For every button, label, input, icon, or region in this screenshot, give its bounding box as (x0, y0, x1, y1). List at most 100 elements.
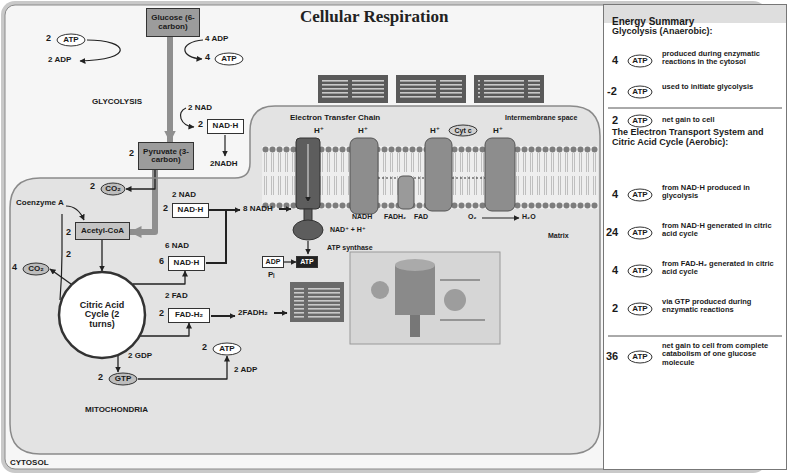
molecule-label: CYTOSOL (10, 459, 49, 468)
molecule-ellipse: ATP (627, 188, 653, 202)
node-text: ADP (266, 258, 281, 265)
molecule-label: Intermembrane space (505, 114, 577, 122)
node-text: CO₂ (28, 265, 44, 273)
node-text: ATP (632, 229, 647, 237)
molecule-label: 2 NAD (172, 191, 196, 200)
shape-outline (109, 373, 137, 385)
flow-lines (66, 206, 84, 220)
molecule-box: ATP (296, 256, 318, 268)
shape-outline (628, 351, 652, 363)
molecule-ellipse: ATP (627, 226, 653, 240)
molecule-ellipse: CO₂ (22, 262, 50, 276)
node-text: NAD·H (213, 122, 239, 130)
molecule-label: FADH₂ (384, 213, 406, 221)
shape-outline (449, 125, 477, 136)
summary-panel-ground (603, 4, 787, 470)
shape-outline (628, 227, 652, 239)
count-number: 2 (129, 149, 134, 159)
molecule-box: FAD-H₂ (168, 308, 210, 323)
node-text: ATP (632, 88, 647, 96)
info-boxes (318, 75, 544, 103)
count-number: 2 (159, 309, 164, 319)
molecule-label: 2 GDP (128, 352, 152, 361)
molecule-label: Pᵢ (268, 271, 274, 280)
shape-outline (628, 55, 652, 67)
node-text: ATP (632, 191, 647, 199)
flow-lines (307, 144, 308, 202)
summary-text: The Electron Transport System and Citric… (612, 128, 780, 148)
node-text: Cyt c (454, 127, 471, 134)
mitochondrion-region: MITOCHONDRIACO₂NAD·HAcetyl-CoACO₂Citric … (10, 106, 600, 454)
summary-text: net gain to cell (662, 116, 780, 124)
molecule-label: NADH (352, 213, 372, 221)
membrane-proteins (350, 138, 378, 214)
summary-panel-ground (603, 4, 787, 470)
node-text: Pyruvate (3-carbon) (139, 148, 193, 165)
count-number: 2 (163, 204, 168, 214)
molecule-ellipse: ATP (627, 264, 653, 278)
count-number: 6 (159, 257, 164, 267)
molecule-label: 2 ADP (234, 366, 257, 375)
node-text: NAD·H (174, 259, 200, 267)
mitochondrion-fill (10, 106, 600, 454)
molecule-label: 2 ADP (48, 56, 71, 65)
molecule-label: O₂ (468, 213, 477, 221)
flow-arrow (130, 170, 155, 232)
flow-lines (279, 208, 291, 210)
count-number: 2 (98, 373, 103, 383)
flow-arrow (284, 261, 296, 262)
flow-lines (211, 315, 235, 317)
count-number: 2 (66, 228, 71, 238)
summary-text: net gain to cell from complete catabolis… (662, 342, 780, 367)
info-boxes (478, 79, 540, 99)
summary-text: via GTP produced during enzymatic reacti… (662, 298, 780, 315)
node-text: ATP (63, 36, 78, 44)
cycle-circle: Citric Acid Cycle (2 turns) (58, 271, 146, 359)
atp-synthase (296, 138, 320, 209)
molecule-box: NAD·H (207, 119, 244, 134)
molecule-label: 2NADH (210, 160, 238, 169)
molecule-box: Glucose (6-carbon) (146, 8, 200, 37)
molecule-ellipse: Cyt c (448, 124, 478, 137)
molecule-label: NAD⁺ + H⁺ (330, 226, 366, 234)
shape-outline (59, 272, 145, 358)
node-text: Acetyl-CoA (81, 227, 124, 235)
shape-outline (213, 343, 241, 355)
molecule-ellipse: ATP (627, 302, 653, 316)
atp-synthase-inset (290, 252, 500, 344)
atp-synthase-inset (444, 289, 466, 311)
count-number: 2 (90, 182, 95, 192)
molecule-ellipse: GTP (108, 372, 138, 386)
node-text: FAD-H₂ (175, 311, 203, 319)
info-boxes (474, 75, 544, 103)
diagram-title: Cellular Respiration (300, 8, 448, 27)
molecule-label: 6 NAD (165, 242, 189, 251)
count-number: 2 (198, 120, 203, 130)
node-text: ATP (221, 55, 236, 63)
molecule-ellipse: ATP (627, 114, 653, 128)
count-number: 2 (202, 343, 207, 353)
flow-arrow (126, 170, 155, 189)
node-text: ATP (632, 117, 647, 125)
molecule-label: GLYCOLYSIS (92, 98, 142, 107)
atp-synthase (304, 209, 312, 221)
molecule-box: ADP (262, 256, 284, 268)
molecule-label: H⁺ (358, 127, 368, 136)
flow-arrow (133, 271, 185, 284)
count-number: 4 (612, 264, 618, 276)
molecule-box: Pyruvate (3-carbon) (138, 142, 194, 170)
molecule-label: ATP synthase (327, 244, 373, 252)
shape-outline (57, 34, 85, 46)
atp-synthase-inset (395, 259, 435, 271)
molecule-ellipse: ATP (627, 85, 653, 99)
molecule-label: 2FADH₂ (238, 309, 268, 318)
membrane-proteins (485, 138, 515, 211)
flow-arrow (117, 356, 118, 372)
molecule-ellipse: ATP (627, 350, 653, 364)
flow-lines (80, 40, 120, 61)
molecule-label: 4 ADP (205, 35, 228, 44)
atp-synthase-inset (440, 280, 485, 320)
count-number: 2 (612, 302, 618, 314)
mitochondrion-outline (10, 106, 600, 454)
summary-text: used to initiate glycolysis (662, 83, 780, 91)
